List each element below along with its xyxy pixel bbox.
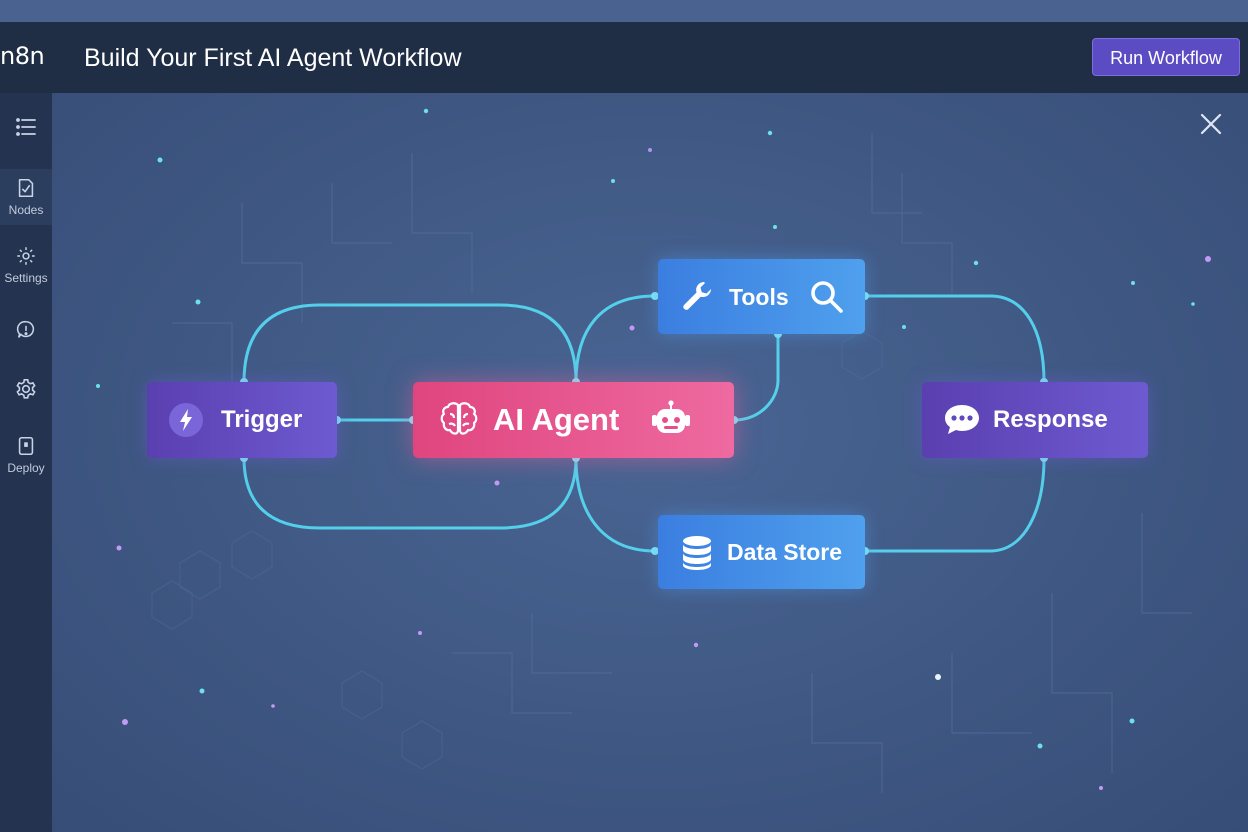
database-icon xyxy=(683,536,711,570)
page-title: Build Your First AI Agent Workflow xyxy=(84,44,462,72)
node-label: Tools xyxy=(729,284,789,310)
node-tools[interactable]: Tools xyxy=(658,259,865,334)
node-label: AI Agent xyxy=(493,402,620,437)
wire-trigger-agent-bottom xyxy=(242,456,578,530)
run-workflow-button[interactable]: Run Workflow xyxy=(1092,38,1240,76)
robot-icon xyxy=(652,400,690,433)
wire-agent-store xyxy=(574,456,657,553)
node-trigger[interactable]: Trigger xyxy=(147,382,337,458)
chat-bubble-icon xyxy=(945,405,979,434)
sidebar-item-settings[interactable]: Settings xyxy=(0,245,52,285)
node-response[interactable]: Response xyxy=(922,382,1148,458)
n8n-logo[interactable]: n8n xyxy=(0,42,45,70)
node-label: Data Store xyxy=(727,539,843,565)
node-label: Response xyxy=(993,406,1108,433)
deploy-icon xyxy=(18,436,34,456)
info-icon xyxy=(16,320,35,338)
wire-tools-response xyxy=(863,294,1046,384)
sidebar-item-menu[interactable] xyxy=(0,115,52,139)
window-top-strip xyxy=(0,0,1248,22)
wire-trigger-agent-top xyxy=(242,303,578,384)
workflow-canvas[interactable] xyxy=(52,93,1248,832)
app-header xyxy=(0,22,1248,93)
lightning-icon xyxy=(169,403,203,437)
wire-store-response xyxy=(863,456,1046,553)
wire-agent-tools-top xyxy=(574,294,657,384)
wire-agent-tools-right xyxy=(732,332,780,422)
gear-icon xyxy=(16,379,36,399)
settings-gear-icon xyxy=(17,247,35,265)
sidebar-item-label: Nodes xyxy=(8,203,44,217)
search-icon xyxy=(811,281,843,313)
node-data-store[interactable]: Data Store xyxy=(658,515,865,589)
wrench-icon xyxy=(683,282,712,310)
node-label: Trigger xyxy=(221,406,303,433)
sidebar-item-deploy[interactable]: Deploy xyxy=(0,435,52,475)
sidebar-item-label: Settings xyxy=(4,271,48,285)
sidebar-item-info[interactable] xyxy=(0,319,52,341)
close-icon[interactable] xyxy=(1198,111,1224,137)
sidebar-item-label: Deploy xyxy=(7,461,45,475)
sidebar: Nodes Settings Deploy xyxy=(0,93,52,832)
canvas-background-decor xyxy=(96,108,1211,793)
brain-icon xyxy=(440,402,478,435)
sidebar-item-nodes[interactable]: Nodes xyxy=(0,169,52,225)
node-ai-agent[interactable]: AI Agent xyxy=(413,382,734,458)
nodes-icon xyxy=(18,178,34,198)
list-icon xyxy=(16,118,36,136)
sidebar-item-gear[interactable] xyxy=(0,377,52,401)
